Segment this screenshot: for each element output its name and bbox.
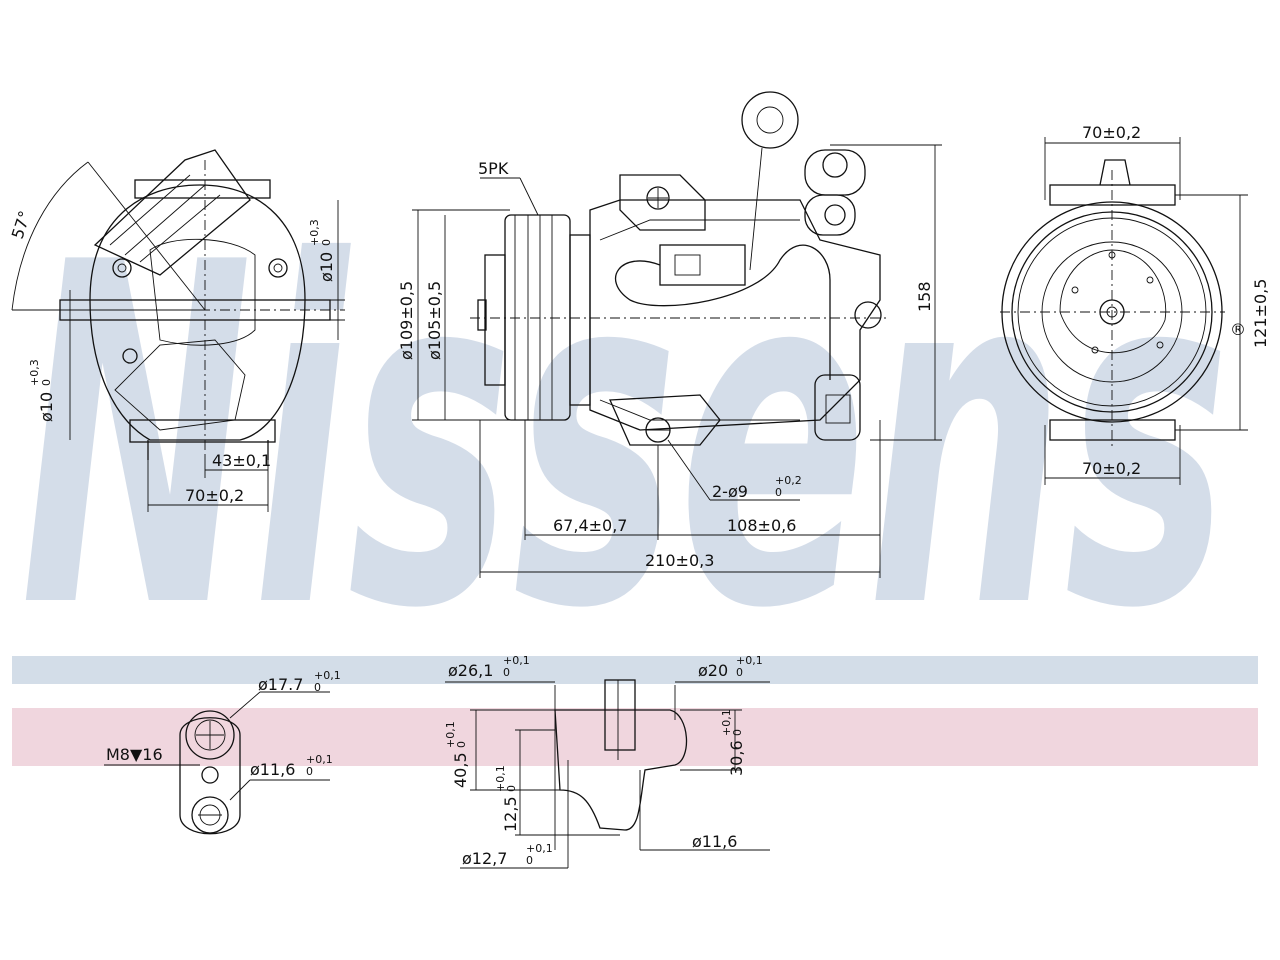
svg-text:0: 0 [736,666,743,679]
svg-text:+0,1: +0,1 [503,654,530,667]
svg-text:+0,1: +0,1 [306,753,333,766]
svg-text:40,5: 40,5 [451,752,470,788]
svg-text:0: 0 [526,854,533,867]
dim-70-top-label: 70±0,2 [1082,123,1141,142]
dim-108-label: 108±0,6 [727,516,796,535]
svg-text:ø10: ø10 [37,392,56,422]
left-side-view: 57° ø10 +0,3 0 ø10 +0,3 0 43±0,1 70±0,2 [8,149,345,512]
dim-12-5-label: 12,5 +0,1 0 [494,765,520,832]
dia-109-label: ø109±0,5 [397,281,416,360]
dim-40-5-label: 40,5 +0,1 0 [444,721,470,788]
blue-band [12,656,1258,684]
height-158-label: 158 [915,281,934,312]
svg-text:0: 0 [320,239,333,246]
dim-30-6-label: 30,6 +0,1 0 [720,709,746,776]
dim-210-label: 210±0,3 [645,551,714,570]
svg-text:12,5: 12,5 [501,796,520,832]
svg-text:+0,1: +0,1 [720,709,733,736]
svg-text:0: 0 [455,741,468,748]
belt-5pk-label: 5PK [478,159,509,178]
dia-11-6-label: ø11,6 +0,1 0 [250,753,333,779]
svg-text:0: 0 [731,729,744,736]
svg-text:0: 0 [314,681,321,694]
thread-m8-label: M8▼16 [106,745,163,764]
dim-121-label: 121±0,5 [1251,279,1270,348]
nissens-watermark: Nissens [20,164,1230,711]
svg-text:+0,1: +0,1 [736,654,763,667]
dim-67-label: 67,4±0,7 [553,516,627,535]
svg-text:ø17.7: ø17.7 [258,675,303,694]
dia-105-label: ø105±0,5 [425,281,444,360]
svg-text:0: 0 [503,666,510,679]
svg-text:30,6: 30,6 [727,740,746,776]
svg-text:+0,1: +0,1 [494,765,507,792]
dia-12-7-label: ø12,7 +0,1 0 [462,842,553,868]
dim-70-bottom-label: 70±0,2 [1082,459,1141,478]
svg-text:0: 0 [505,785,518,792]
svg-text:+0,3: +0,3 [308,219,321,246]
dia-20-label: ø20 +0,1 0 [698,654,763,680]
svg-text:0: 0 [306,765,313,778]
front-side-view: 5PK ø109±0,5 ø105±0,5 158 2-ø9 +0,2 0 67… [397,91,942,578]
pulley-end-view: 70±0,2 70±0,2 121±0,5 [1000,123,1270,485]
svg-text:ø11,6: ø11,6 [250,760,295,779]
svg-text:ø12,7: ø12,7 [462,849,507,868]
dia-17-label: ø17.7 +0,1 0 [258,669,341,694]
section-detail: ø26,1 +0,1 0 ø20 +0,1 0 40,5 +0,1 0 12,5… [444,654,770,869]
svg-text:+0,1: +0,1 [314,669,341,682]
dim-70-left-label: 70±0,2 [185,486,244,505]
holes-label: 2-ø9 +0,2 0 [712,474,802,501]
dia-11-6-plain-label: ø11,6 [692,832,737,851]
registered-mark: ® [1230,320,1246,339]
svg-text:0: 0 [775,486,782,499]
svg-text:2-ø9: 2-ø9 [712,482,748,501]
svg-text:+0,3: +0,3 [28,359,41,386]
svg-text:ø20: ø20 [698,661,728,680]
dia-26-label: ø26,1 +0,1 0 [448,654,530,680]
svg-text:0: 0 [40,379,53,386]
svg-text:ø26,1: ø26,1 [448,661,493,680]
svg-text:+0,1: +0,1 [526,842,553,855]
svg-text:ø10: ø10 [317,252,336,282]
port-flange-detail: ø17.7 +0,1 0 M8▼16 ø11,6 +0,1 0 [104,669,341,835]
dia-10-right-label: ø10 +0,3 0 [308,219,336,282]
dim-43-label: 43±0,1 [212,451,271,470]
svg-text:+0,2: +0,2 [775,474,802,487]
svg-text:+0,1: +0,1 [444,721,457,748]
dia-10-left-label: ø10 +0,3 0 [28,359,56,422]
